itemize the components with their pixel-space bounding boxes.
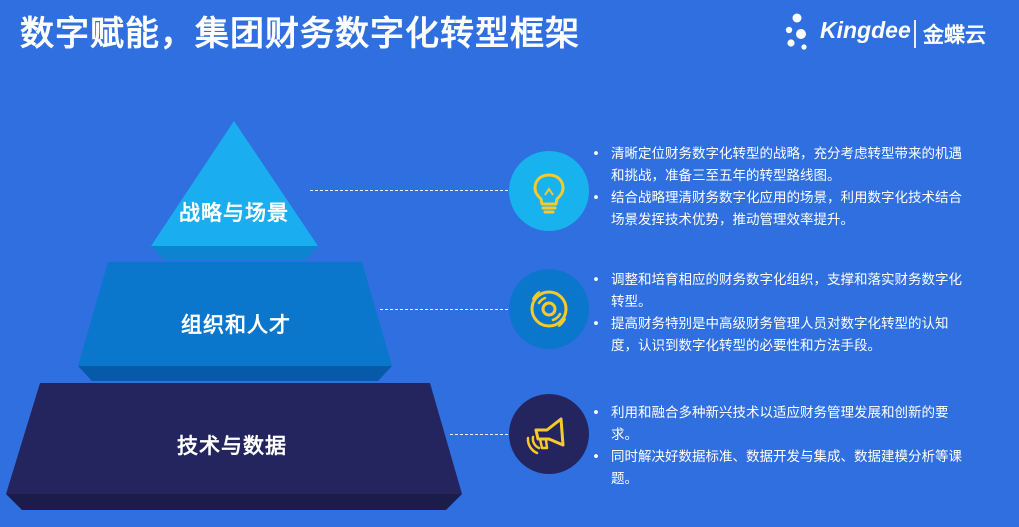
- lightbulb-icon: [533, 173, 565, 214]
- pyramid-bottom-tier-base: [6, 494, 462, 510]
- technology-icon-badge: [509, 394, 589, 474]
- brand-name-cn: 金蝶云: [923, 23, 986, 47]
- strategy-icon-badge: [509, 151, 589, 231]
- list-item: 同时解决好数据标准、数据开发与集成、数据建模分析等课题。: [592, 446, 972, 490]
- connector-line-technology: [450, 434, 508, 435]
- list-item: 利用和融合多种新兴技术以适应财务管理发展和创新的要求。: [592, 402, 972, 446]
- organization-icon-badge: [509, 269, 589, 349]
- pyramid-middle-tier-base: [78, 366, 392, 381]
- layer-label-organization: 组织和人才: [181, 313, 291, 337]
- list-item: 提高财务特别是中高级财务管理人员对数字化转型的认知度，认识到数字化转型的必要性和…: [592, 313, 972, 357]
- list-item: 调整和培育相应的财务数字化组织，支撑和落实财务数字化转型。: [592, 269, 972, 313]
- brand-name-en: Kingdee: [820, 17, 911, 43]
- organization-bullet-list: 调整和培育相应的财务数字化组织，支撑和落实财务数字化转型。 提高财务特别是中高级…: [592, 269, 972, 357]
- connector-line-organization: [380, 309, 508, 310]
- pyramid-top-tier-base: [151, 246, 318, 259]
- kingdee-logo: Kingdee 金蝶云: [784, 12, 1004, 54]
- kingdee-dots-icon: [785, 13, 807, 50]
- target-disc-icon: [530, 290, 568, 328]
- strategy-bullet-list: 清晰定位财务数字化转型的战略，充分考虑转型带来的机遇和挑战，准备三至五年的转型路…: [592, 143, 972, 231]
- pyramid-bottom-tier: [6, 383, 462, 494]
- connector-line-strategy: [310, 190, 508, 191]
- megaphone-icon: [526, 417, 565, 455]
- pyramid-middle-tier: [78, 262, 392, 366]
- brand-separator: [914, 20, 916, 48]
- layer-label-technology: 技术与数据: [177, 434, 287, 458]
- list-item: 清晰定位财务数字化转型的战略，充分考虑转型带来的机遇和挑战，准备三至五年的转型路…: [592, 143, 972, 187]
- pyramid-top-tier: [151, 121, 318, 246]
- technology-bullet-list: 利用和融合多种新兴技术以适应财务管理发展和创新的要求。 同时解决好数据标准、数据…: [592, 402, 972, 490]
- list-item: 结合战略理清财务数字化应用的场景，利用数字化技术结合场景发挥技术优势，推动管理效…: [592, 187, 972, 231]
- page-title: 数字赋能，集团财务数字化转型框架: [20, 14, 580, 54]
- layer-label-strategy: 战略与场景: [179, 201, 289, 225]
